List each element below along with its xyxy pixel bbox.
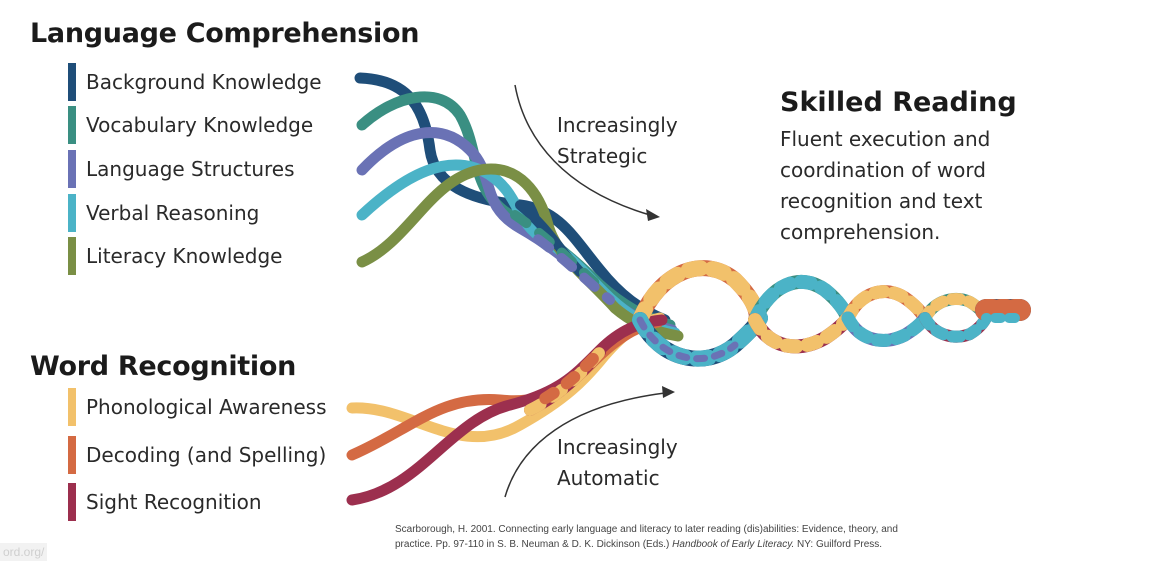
strand-label: Verbal Reasoning xyxy=(86,201,259,225)
strand-color-bar xyxy=(68,194,76,232)
strand-color-bar xyxy=(68,436,76,474)
automatic-line1: Increasingly xyxy=(557,432,678,463)
strand-color-bar xyxy=(68,483,76,521)
strand-color-bar xyxy=(68,106,76,144)
citation-line2-post: NY: Guilford Press. xyxy=(794,539,882,550)
strand-label: Literacy Knowledge xyxy=(86,244,282,268)
lc-item-literacy-knowledge: Literacy Knowledge xyxy=(68,237,282,275)
citation-book-title: Handbook of Early Literacy. xyxy=(672,539,794,550)
strand-label: Phonological Awareness xyxy=(86,395,327,419)
strand-color-bar xyxy=(68,237,76,275)
skilled-reading-description: Fluent execution and coordination of wor… xyxy=(780,124,1040,248)
strand-verbal-reasoning xyxy=(362,165,675,333)
citation-line1: Scarborough, H. 2001. Connecting early l… xyxy=(395,522,995,537)
strategic-line1: Increasingly xyxy=(557,110,678,141)
strand-label: Vocabulary Knowledge xyxy=(86,113,313,137)
strand-label: Decoding (and Spelling) xyxy=(86,443,326,467)
strand-label: Language Structures xyxy=(86,157,295,181)
description-line: coordination of word xyxy=(780,155,1040,186)
automatic-label: Increasingly Automatic xyxy=(557,432,678,494)
lc-item-verbal-reasoning: Verbal Reasoning xyxy=(68,194,259,232)
lc-item-language-structures: Language Structures xyxy=(68,150,295,188)
word-recognition-heading: Word Recognition xyxy=(30,351,296,382)
lc-item-vocabulary-knowledge: Vocabulary Knowledge xyxy=(68,106,313,144)
citation-line2: practice. Pp. 97-110 in S. B. Neuman & D… xyxy=(395,537,995,552)
wr-item-sight-recognition: Sight Recognition xyxy=(68,483,262,521)
strand-color-bar xyxy=(68,150,76,188)
strategic-label: Increasingly Strategic xyxy=(557,110,678,172)
description-line: comprehension. xyxy=(780,217,1040,248)
skilled-reading-title: Skilled Reading xyxy=(780,87,1017,118)
strand-label: Sight Recognition xyxy=(86,490,262,514)
language-comprehension-heading: Language Comprehension xyxy=(30,18,419,49)
strand-color-bar xyxy=(68,388,76,426)
strand-color-bar xyxy=(68,63,76,101)
wr-item-decoding: Decoding (and Spelling) xyxy=(68,436,326,474)
description-line: recognition and text xyxy=(780,186,1040,217)
automatic-line2: Automatic xyxy=(557,463,678,494)
strategic-line2: Strategic xyxy=(557,141,678,172)
citation-line2-pre: practice. Pp. 97-110 in S. B. Neuman & D… xyxy=(395,539,672,550)
watermark-url: ord.org/ xyxy=(0,543,47,561)
description-line: Fluent execution and xyxy=(780,124,1040,155)
lc-item-background-knowledge: Background Knowledge xyxy=(68,63,322,101)
strand-label: Background Knowledge xyxy=(86,70,322,94)
wr-item-phonological-awareness: Phonological Awareness xyxy=(68,388,327,426)
citation: Scarborough, H. 2001. Connecting early l… xyxy=(395,522,995,552)
skilled-reading-rope xyxy=(640,268,1020,359)
